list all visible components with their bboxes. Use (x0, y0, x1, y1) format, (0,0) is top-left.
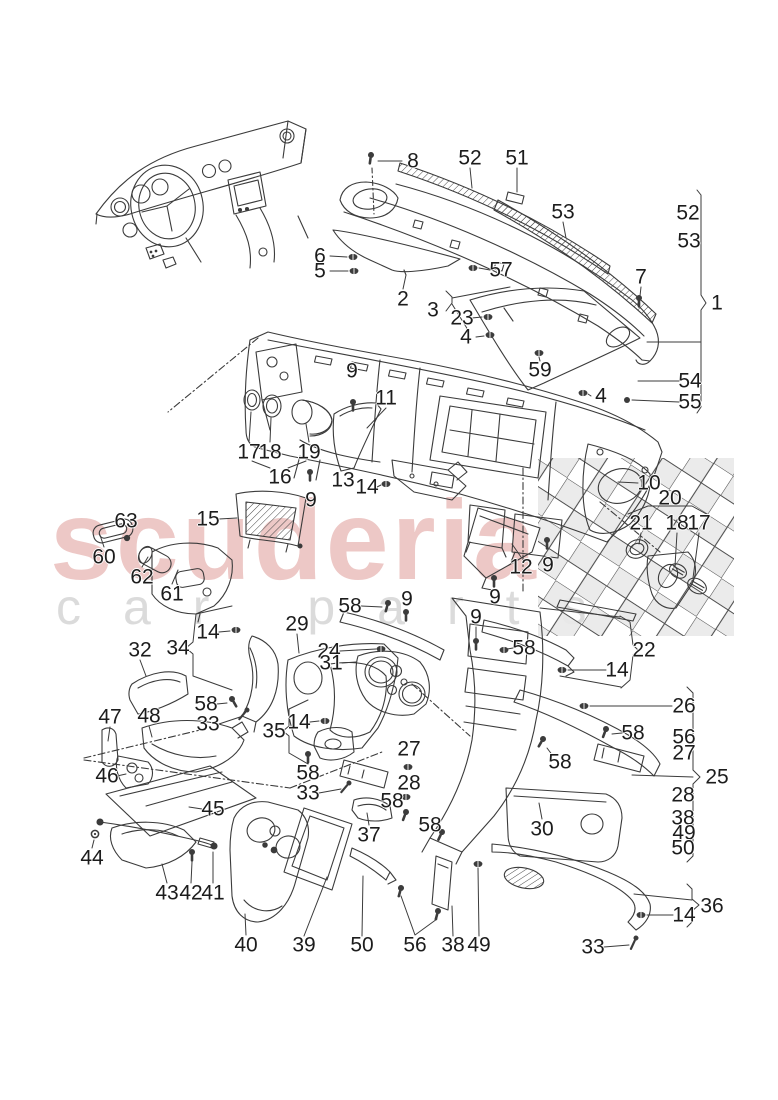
steering-cowl-parts (96, 719, 257, 869)
defroster-cowl-assembly (332, 162, 659, 391)
overview-dashboard-sketch (95, 120, 309, 269)
left-vents-and-trims (235, 389, 468, 553)
fastener-glyphs (90, 151, 646, 952)
reference-lines (83, 337, 661, 789)
side-panel-12 (463, 507, 541, 591)
main-dashboard-body (244, 331, 663, 563)
left-lower-trims (128, 635, 393, 822)
leader-lines (91, 160, 711, 948)
checkered-flag-watermark (538, 458, 734, 636)
instrument-cluster-panels (285, 643, 430, 751)
lower-dash-panels (491, 787, 651, 931)
center-stack-trim (339, 597, 661, 865)
upper-trim-strips-22 (481, 599, 637, 677)
small-trim-parts-60-63 (92, 518, 233, 623)
console-bezels (229, 801, 483, 923)
